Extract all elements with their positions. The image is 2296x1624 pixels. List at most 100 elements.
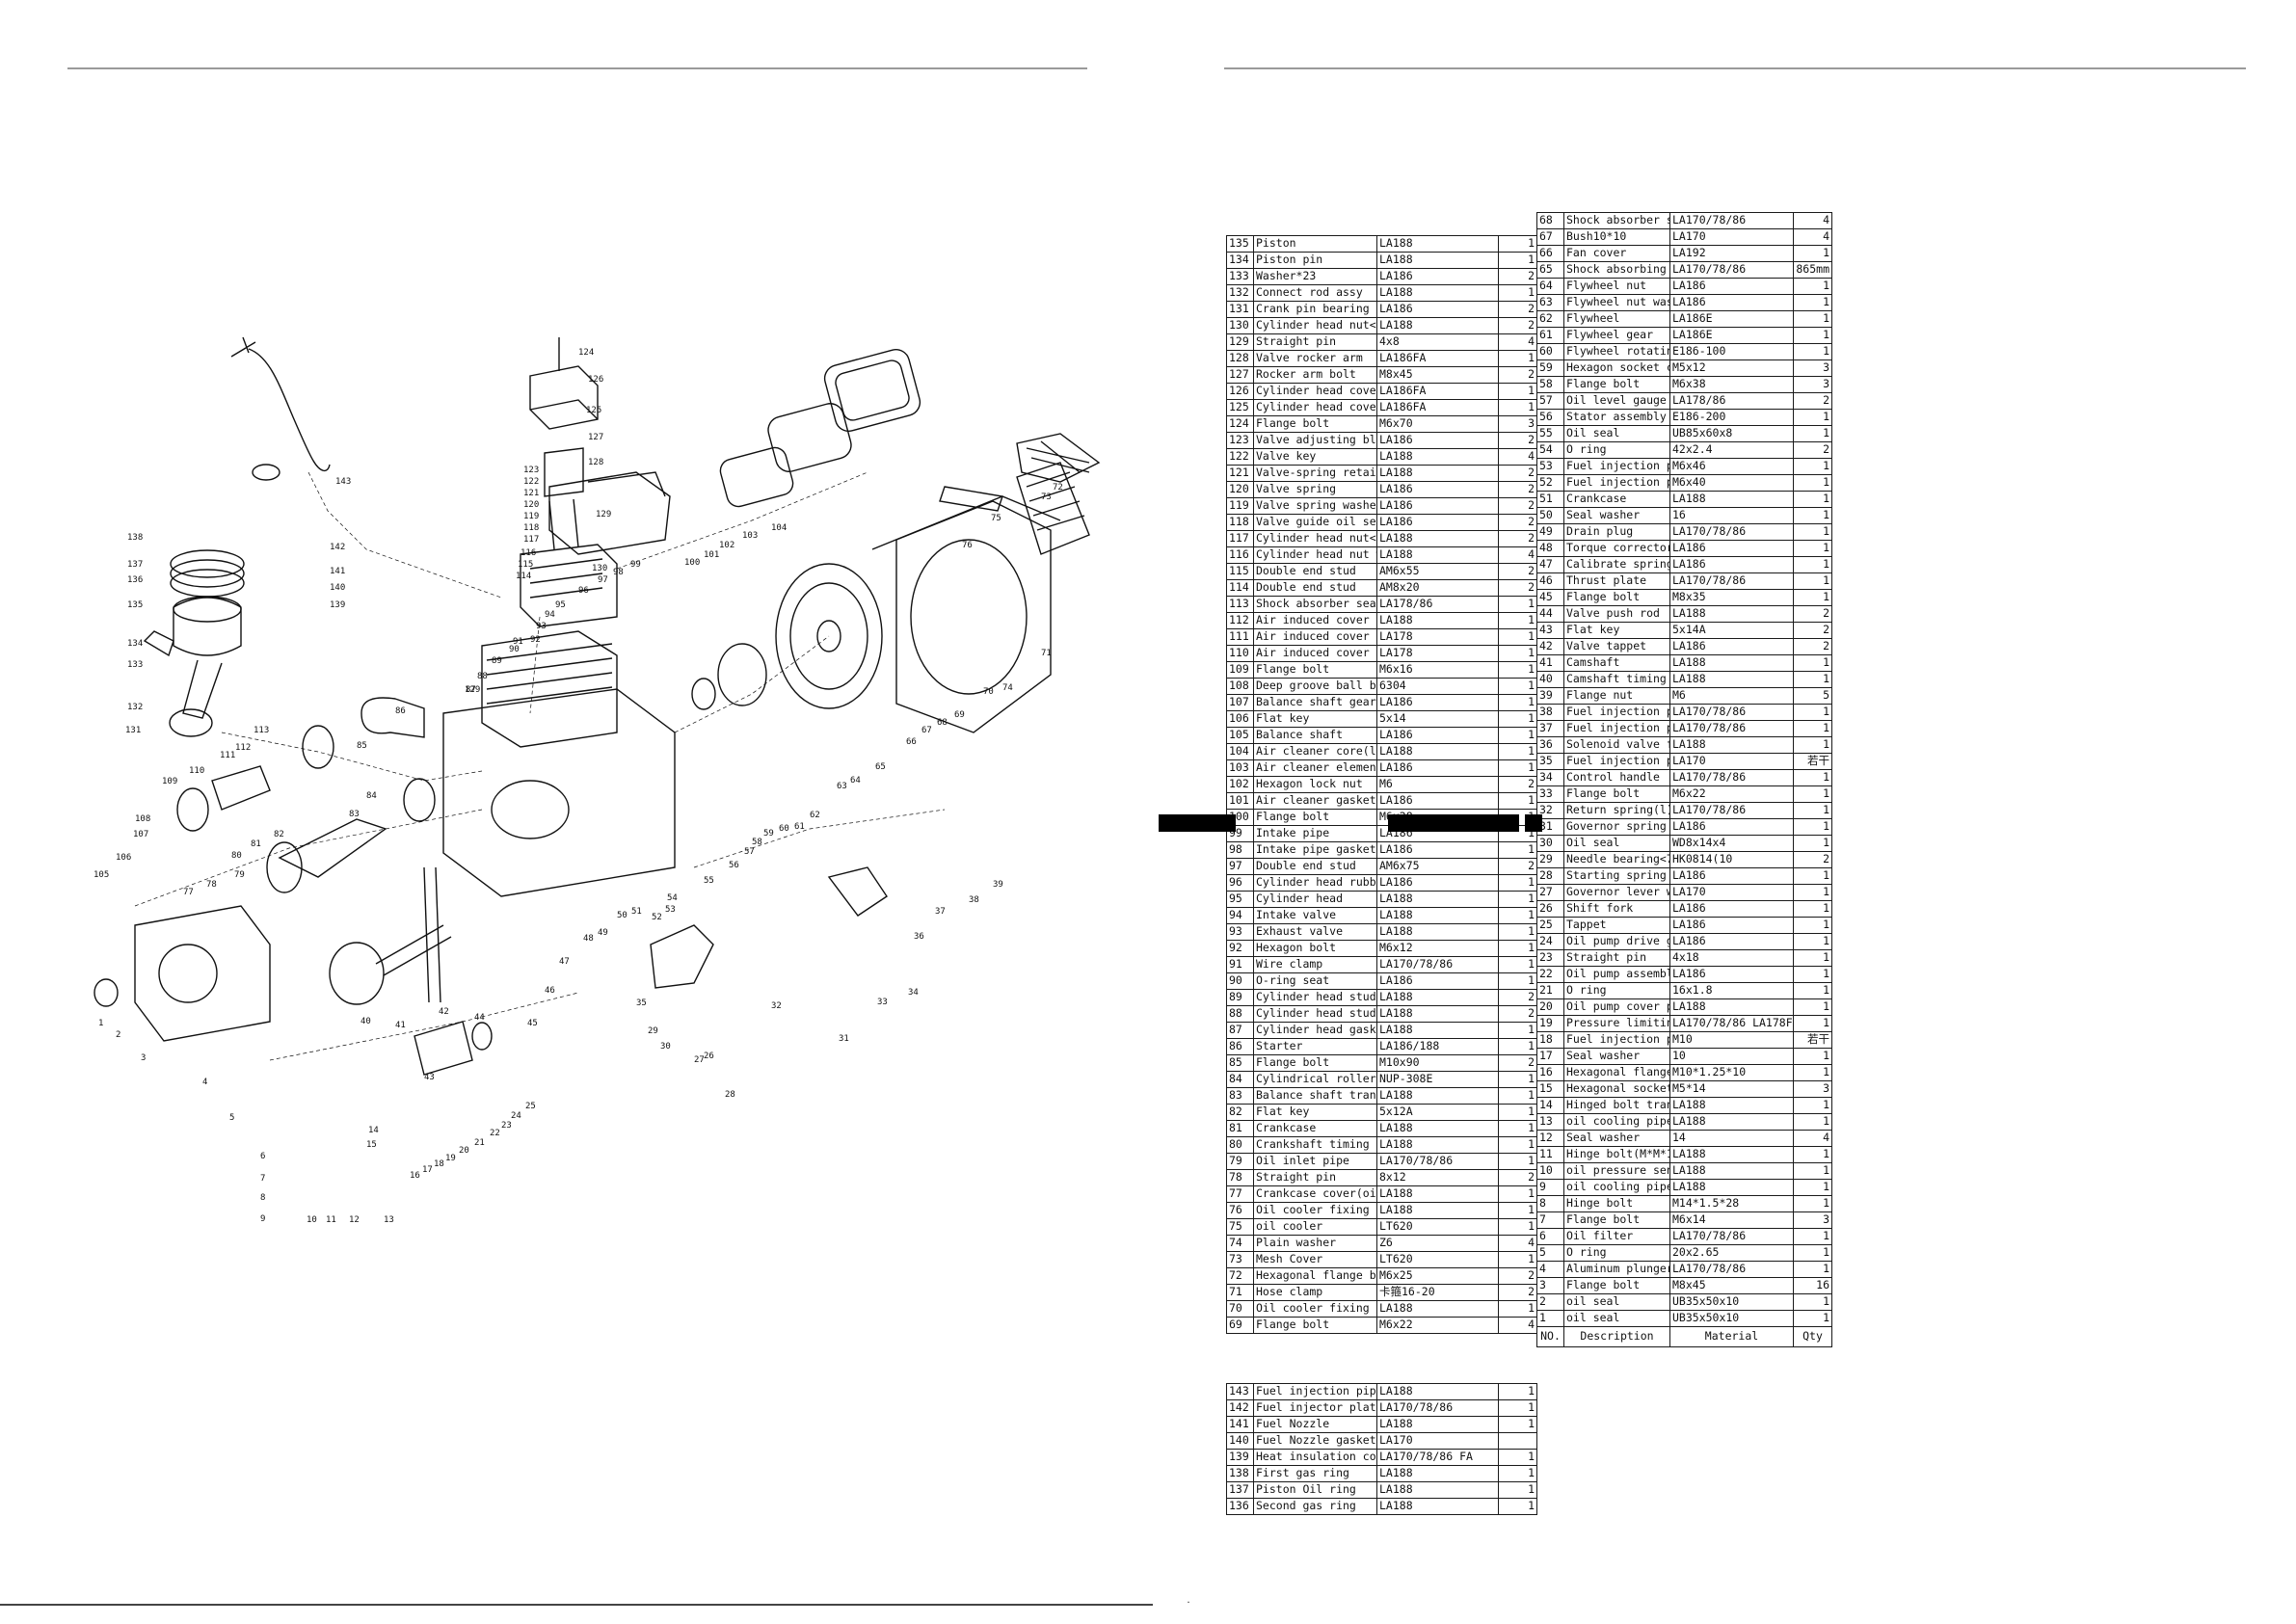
- part-quantity: 4: [1793, 228, 1832, 246]
- part-quantity: 2: [1498, 432, 1537, 449]
- part-material: LA192: [1669, 245, 1794, 262]
- part-number: 3: [1536, 1277, 1564, 1294]
- part-description: Fuel injection pump fastening stud(short…: [1563, 474, 1670, 492]
- part-quantity: 2: [1498, 465, 1537, 482]
- callout-22: 22: [490, 1129, 500, 1138]
- part-material: LA188: [1376, 1022, 1499, 1039]
- part-material: LA186: [1376, 268, 1499, 285]
- part-quantity: 1: [1498, 235, 1537, 253]
- callout-112: 112: [235, 743, 251, 753]
- callout-5: 5: [229, 1113, 234, 1123]
- part-description: Oil cooler fixing plate: [1253, 1300, 1377, 1318]
- part-material: 14: [1669, 1130, 1794, 1147]
- piston-top-shape: [173, 596, 242, 623]
- callout-97: 97: [598, 575, 608, 585]
- part-material: LA188: [1376, 907, 1499, 924]
- part-quantity: 1: [1793, 491, 1832, 508]
- part-description: Tappet: [1563, 917, 1670, 934]
- part-description: Fuel injection pump seat gasket: [1563, 720, 1670, 737]
- crankshaft-gear-shape: [266, 841, 303, 893]
- part-number: 46: [1536, 572, 1564, 590]
- part-number: 78: [1226, 1169, 1254, 1186]
- part-description: Crankcase: [1563, 491, 1670, 508]
- part-material: 5x14: [1376, 710, 1499, 728]
- engine-drawing: [93, 336, 1101, 1076]
- part-material: LA170/78/86: [1669, 704, 1794, 721]
- part-material: LA188: [1376, 546, 1499, 564]
- callout-23: 23: [501, 1121, 512, 1131]
- part-description: Oil pump cover plate(oil cooler): [1563, 998, 1670, 1016]
- part-quantity: 1: [1498, 1481, 1537, 1499]
- fuel-pump-seat-shape: [827, 866, 888, 917]
- part-material: LA186FA: [1376, 350, 1499, 367]
- part-number: 27: [1536, 884, 1564, 901]
- part-quantity: 1: [1498, 661, 1537, 679]
- part-material: LA188: [1669, 671, 1794, 688]
- callout-37: 37: [935, 907, 946, 917]
- part-description: Piston Oil ring: [1253, 1481, 1377, 1499]
- part-description: Cylinder head: [1253, 891, 1377, 908]
- part-description: oil cooling pipe1: [1563, 1113, 1670, 1131]
- air-cleaner-gasket-shape: [719, 446, 794, 508]
- part-description: Seal washer: [1563, 1048, 1670, 1065]
- roller-bearing-shape: [403, 778, 436, 822]
- callout-31: 31: [839, 1034, 849, 1044]
- part-material: LA188: [1376, 252, 1499, 269]
- part-number: 93: [1226, 923, 1254, 941]
- part-description: Shock absorbing bushing: [1563, 261, 1670, 279]
- part-quantity: 2: [1498, 1284, 1537, 1301]
- part-quantity: 1: [1498, 1465, 1537, 1482]
- part-number: 55: [1536, 425, 1564, 442]
- part-material: LA188: [1376, 317, 1499, 334]
- callout-66: 66: [906, 737, 917, 747]
- part-number: 96: [1226, 874, 1254, 892]
- part-quantity: 1: [1793, 704, 1832, 721]
- part-number: 34: [1536, 769, 1564, 786]
- part-quantity: 1: [1793, 1146, 1832, 1163]
- part-description: Second gas ring: [1253, 1498, 1377, 1515]
- part-quantity: 1: [1498, 1087, 1537, 1105]
- part-material: LA186: [1669, 966, 1794, 983]
- callout-17: 17: [422, 1165, 433, 1175]
- part-number: 133: [1226, 268, 1254, 285]
- part-description: Shock absorber seat: [1253, 596, 1377, 613]
- callout-89: 89: [492, 656, 502, 666]
- part-material: LA188: [1376, 1481, 1499, 1499]
- crankcase-cover-bore-shape: [158, 944, 218, 1003]
- part-number: 50: [1536, 507, 1564, 524]
- part-number: 104: [1226, 743, 1254, 760]
- callout-114: 114: [516, 572, 531, 581]
- oil-cooler-shape: [1016, 462, 1090, 555]
- part-description: Flange nut: [1563, 687, 1670, 705]
- callout-11: 11: [326, 1215, 336, 1225]
- part-number: 122: [1226, 448, 1254, 466]
- part-quantity: 1: [1498, 1399, 1537, 1417]
- part-number: 71: [1226, 1284, 1254, 1301]
- part-number: 131: [1226, 301, 1254, 318]
- part-number: 109: [1226, 661, 1254, 679]
- redaction-bar-right: [1525, 814, 1542, 832]
- part-description: oil cooler: [1253, 1218, 1377, 1236]
- part-number: 49: [1536, 523, 1564, 541]
- part-number: 105: [1226, 727, 1254, 744]
- part-material: AM6x75: [1376, 858, 1499, 875]
- top-rule-right: [1224, 67, 2246, 69]
- part-quantity: 1: [1793, 1179, 1832, 1196]
- callout-130: 130: [592, 564, 607, 573]
- callout-34: 34: [908, 988, 919, 998]
- part-description: Plain washer: [1253, 1235, 1377, 1252]
- part-description: Oil seal: [1563, 835, 1670, 852]
- fan-cover-shape: [895, 500, 1052, 733]
- callout-68: 68: [937, 718, 948, 728]
- part-number: 14: [1536, 1097, 1564, 1114]
- part-number: 143: [1226, 1383, 1254, 1400]
